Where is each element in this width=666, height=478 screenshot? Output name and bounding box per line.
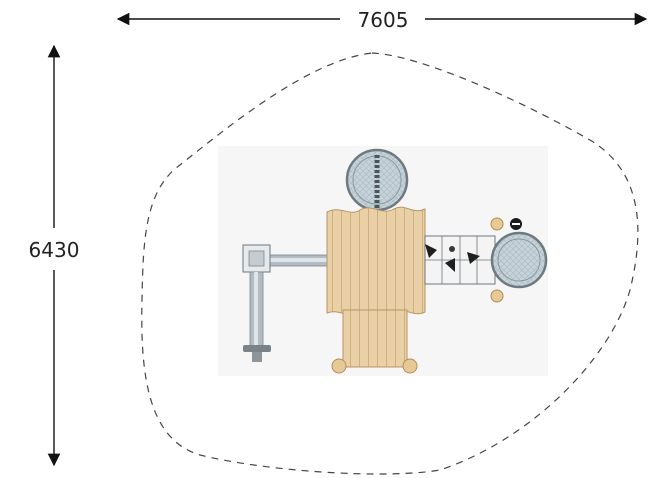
climbing-hold-2 — [445, 258, 455, 272]
height-dimension: 6430 — [29, 44, 80, 467]
climbing-hold-1 — [425, 244, 437, 258]
playground-equipment — [242, 148, 548, 374]
width-label: 7605 — [358, 8, 409, 32]
climbing-hold-3 — [467, 252, 480, 264]
height-label: 6430 — [29, 238, 80, 262]
width-dimension: 7605 — [116, 8, 648, 32]
post-cap-bottom — [490, 289, 504, 303]
post-cap-top — [490, 217, 504, 231]
safety-zone-outline — [141, 52, 639, 475]
wooden-ramp — [342, 309, 408, 368]
climbing-panel — [424, 235, 496, 285]
right-net-disc — [490, 231, 548, 289]
ramp-post-right — [402, 358, 418, 374]
ramp-post-left — [331, 358, 347, 374]
wooden-roof-deck — [326, 206, 426, 316]
pipe-foot — [243, 345, 271, 352]
